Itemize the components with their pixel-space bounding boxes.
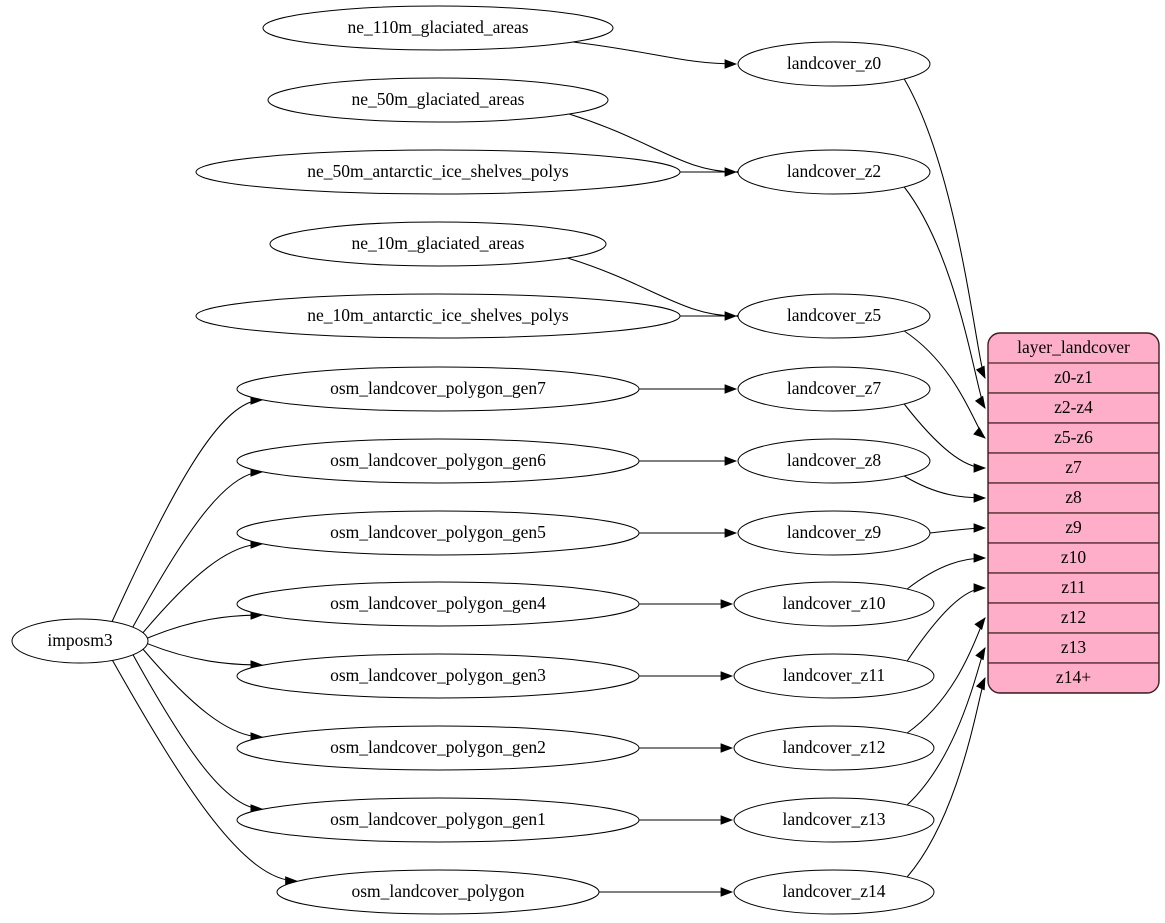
edge-ne_110m_glaciated_areas-to-landcover_z0 [572, 41, 737, 65]
edge-landcover_z10-to-layer_landcover:z10 [906, 557, 986, 590]
arrow-head [724, 384, 738, 394]
node-osm_landcover_polygon_gen4[interactable]: osm_landcover_polygon_gen4 [236, 581, 640, 627]
node-ne_10m_glaciated_areas[interactable]: ne_10m_glaciated_areas [269, 221, 607, 267]
node-landcover_z2[interactable]: landcover_z2 [737, 149, 931, 195]
node-imposm3[interactable]: imposm3 [11, 618, 149, 664]
arrow-head [973, 553, 987, 563]
arrow-head [973, 493, 987, 503]
node-osm_landcover_polygon_gen7[interactable]: osm_landcover_polygon_gen7 [236, 366, 640, 412]
table-row-z10[interactable] [988, 542, 1159, 574]
edge-imposm3-to-osm_landcover_polygon_gen1 [132, 654, 262, 810]
edge-imposm3-to-osm_landcover_polygon_gen6 [132, 471, 262, 628]
node-ne_50m_glaciated_areas[interactable]: ne_50m_glaciated_areas [267, 77, 609, 123]
arrow-head [973, 463, 987, 473]
arrow-head [975, 647, 986, 661]
edge-imposm3-to-osm_landcover_polygon_gen4 [147, 614, 262, 639]
table-row-z12[interactable] [988, 602, 1159, 634]
arrow-head [720, 815, 734, 825]
table-row-z5-z6[interactable] [988, 422, 1159, 454]
table-row-z14+[interactable] [988, 662, 1159, 693]
node-landcover_z14[interactable]: landcover_z14 [733, 869, 935, 915]
edge-landcover_z2-to-layer_landcover:z2-z4 [903, 186, 986, 409]
arrow-head [724, 59, 738, 69]
table-row-z9[interactable] [988, 512, 1159, 544]
arrow-head [720, 671, 734, 681]
arrow-head [974, 617, 986, 630]
node-landcover_z12[interactable]: landcover_z12 [733, 725, 935, 771]
arrow-head [720, 887, 734, 897]
edge-imposm3-to-osm_landcover_polygon_gen3 [147, 643, 262, 666]
node-osm_landcover_polygon[interactable]: osm_landcover_polygon [276, 869, 600, 915]
arrow-head [724, 456, 738, 466]
edge-imposm3-to-osm_landcover_polygon_gen7 [111, 399, 262, 622]
layer-landcover-table: layer_landcoverz0-z1z2-z4z5-z6z7z8z9z10z… [987, 332, 1160, 694]
edge-imposm3-to-osm_landcover_polygon [112, 660, 297, 882]
edge-ne_50m_glaciated_areas-to-landcover_z2 [568, 113, 737, 173]
arrow-head [975, 676, 986, 691]
edge-imposm3-to-osm_landcover_polygon_gen2 [142, 648, 262, 738]
arrow-head [973, 523, 987, 533]
node-landcover_z5[interactable]: landcover_z5 [737, 293, 931, 339]
node-layer: imposm3 ne_110m_glaciated_areas ne_50m_gla… [11, 5, 935, 915]
node-ne_10m_antarctic_ice_shelves_polys[interactable]: ne_10m_antarctic_ice_shelves_polys [195, 293, 681, 339]
node-landcover_z13[interactable]: landcover_z13 [733, 797, 935, 843]
node-landcover_z8[interactable]: landcover_z8 [737, 438, 931, 484]
arrow-head [975, 365, 986, 380]
table-row-z7[interactable] [988, 452, 1159, 484]
edge-landcover_z0-to-layer_landcover:z0-z1 [903, 78, 986, 379]
arrow-head [974, 395, 986, 409]
node-osm_landcover_polygon_gen5[interactable]: osm_landcover_polygon_gen5 [236, 510, 640, 556]
arrow-head [724, 528, 738, 538]
arrow-head [973, 427, 986, 439]
node-ne_110m_glaciated_areas[interactable]: ne_110m_glaciated_areas [262, 5, 614, 51]
edge-landcover_z8-to-layer_landcover:z8 [903, 475, 986, 499]
node-landcover_z11[interactable]: landcover_z11 [733, 653, 935, 699]
node-landcover_z0[interactable]: landcover_z0 [737, 41, 931, 87]
node-osm_landcover_polygon_gen3[interactable]: osm_landcover_polygon_gen3 [236, 653, 640, 699]
edge-ne_10m_glaciated_areas-to-landcover_z5 [567, 257, 737, 317]
node-landcover_z10[interactable]: landcover_z10 [733, 581, 935, 627]
table-row-z0-z1[interactable] [988, 362, 1159, 394]
arrow-head [973, 583, 987, 593]
edge-landcover_z14-to-layer_landcover:z14+ [906, 677, 986, 878]
node-osm_landcover_polygon_gen2[interactable]: osm_landcover_polygon_gen2 [236, 725, 640, 771]
table-row-z8[interactable] [988, 482, 1159, 514]
edge-layer [111, 41, 987, 897]
table-row-z11[interactable] [988, 572, 1159, 604]
edge-imposm3-to-osm_landcover_polygon_gen5 [142, 543, 262, 634]
arrow-head [720, 743, 734, 753]
node-ne_50m_antarctic_ice_shelves_polys[interactable]: ne_50m_antarctic_ice_shelves_polys [195, 149, 681, 195]
node-landcover_z7[interactable]: landcover_z7 [737, 366, 931, 412]
arrow-head [720, 599, 734, 609]
node-osm_landcover_polygon_gen1[interactable]: osm_landcover_polygon_gen1 [236, 797, 640, 843]
node-landcover_z9[interactable]: landcover_z9 [737, 510, 931, 556]
table-row-z2-z4[interactable] [988, 392, 1159, 424]
table-row-z13[interactable] [988, 632, 1159, 664]
node-osm_landcover_polygon_gen6[interactable]: osm_landcover_polygon_gen6 [236, 438, 640, 484]
